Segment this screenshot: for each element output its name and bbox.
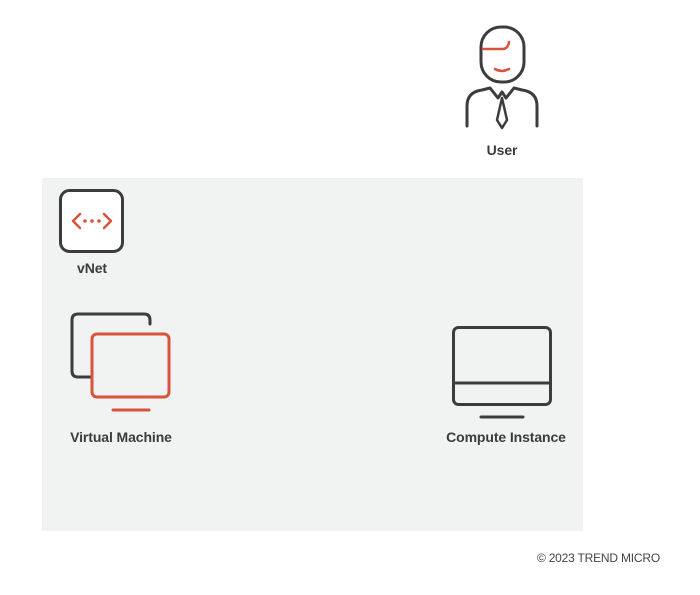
- user-icon: [465, 25, 539, 130]
- virtual-machine-icon: [70, 312, 171, 412]
- vnet-icon: [59, 189, 124, 253]
- user-node: [462, 24, 542, 134]
- compute-instance-label: Compute Instance: [446, 429, 566, 445]
- compute-instance-node: [451, 325, 555, 422]
- user-label: User: [486, 142, 518, 158]
- vnet-label: vNet: [77, 260, 107, 276]
- vnet-node: [59, 189, 125, 253]
- monitor-icon: [452, 326, 552, 419]
- virtual-machine-node: [70, 312, 174, 414]
- copyright-text: © 2023 TREND MICRO: [536, 551, 660, 565]
- virtual-machine-label: Virtual Machine: [70, 429, 172, 445]
